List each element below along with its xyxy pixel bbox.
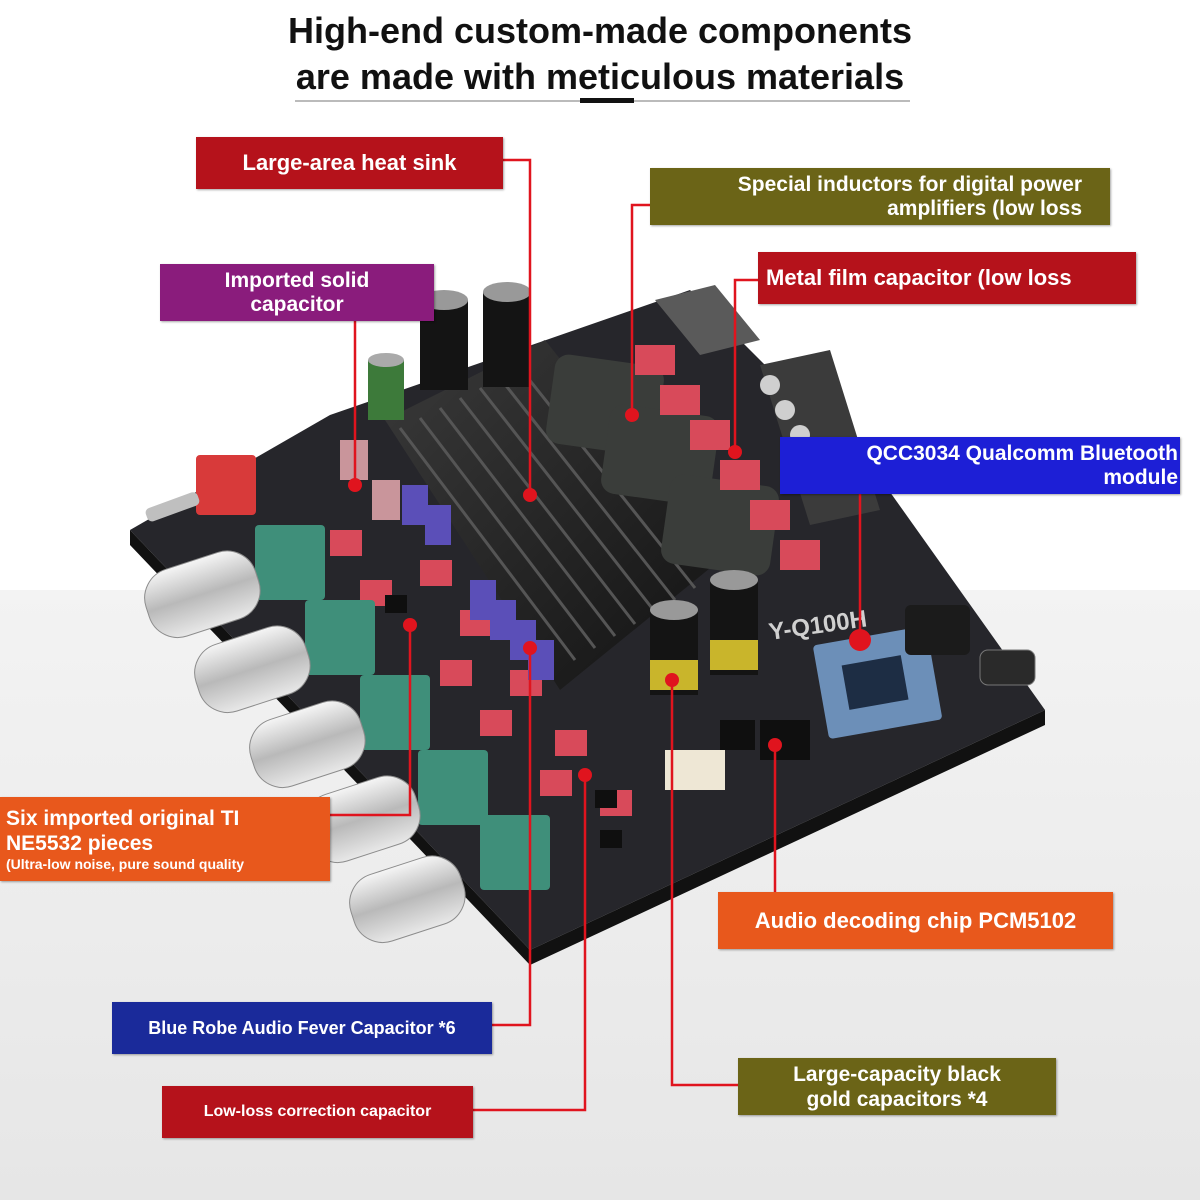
callout-film-capacitor-text: Metal film capacitor (low loss (766, 265, 1072, 290)
callout-heat-sink: Large-area heat sink (196, 137, 503, 189)
leader-dots (348, 408, 871, 782)
callout-decoding-chip: Audio decoding chip PCM5102 (718, 892, 1113, 949)
callout-blue-robe-text: Blue Robe Audio Fever Capacitor *6 (148, 1017, 456, 1038)
callout-bluetooth-line2: module (1103, 465, 1178, 489)
usb-c-port (979, 649, 1036, 686)
solid-capacitor (368, 360, 404, 420)
title-line-1: High-end custom-made components (287, 10, 913, 51)
callout-inductors-line2: amplifiers (low loss (887, 196, 1082, 220)
title-divider-accent (580, 98, 634, 103)
callout-film-capacitor: Metal film capacitor (low loss (758, 252, 1136, 304)
callout-inductors-line1: Special inductors for digital power (737, 172, 1082, 196)
callout-inductors: Special inductors for digital power ampl… (650, 168, 1110, 225)
title-line-2: are made with meticulous materials (295, 56, 905, 97)
page-title: High-end custom-made components are made… (0, 8, 1200, 100)
callout-ti-line3: (Ultra-low noise, pure sound quality (6, 856, 245, 872)
callout-solid-capacitor-line2: capacitor (250, 292, 344, 316)
callout-black-gold-capacitors: Large-capacity black gold capacitors *4 (738, 1058, 1056, 1115)
callout-correction-capacitor-text: Low-loss correction capacitor (203, 1103, 432, 1120)
callout-bluetooth-module: QCC3034 Qualcomm Bluetooth module (780, 437, 1180, 494)
callout-decoding-chip-text: Audio decoding chip PCM5102 (754, 907, 1077, 933)
relay (665, 750, 725, 790)
callout-correction-capacitor: Low-loss correction capacitor (162, 1086, 473, 1138)
callout-black-gold-line1: Large-capacity black (793, 1062, 1001, 1086)
callout-black-gold-line2: gold capacitors *4 (806, 1087, 988, 1111)
callout-heat-sink-text: Large-area heat sink (242, 150, 457, 175)
callout-solid-capacitor: Imported solid capacitor (160, 264, 434, 321)
power-switch (196, 455, 256, 515)
decoding-chip (760, 720, 810, 760)
heat-sink-fins (398, 367, 697, 661)
audio-jack (905, 605, 970, 655)
potentiometers (255, 525, 550, 890)
black-gold-capacitors (420, 282, 758, 695)
volume-knobs (144, 550, 466, 943)
film-capacitors (330, 345, 820, 816)
op-amp-chip (720, 720, 755, 750)
callout-ti-line1: Six imported original TI (6, 807, 240, 830)
ne5532-chips (385, 595, 622, 848)
callout-blue-robe-capacitor: Blue Robe Audio Fever Capacitor *6 (112, 1002, 492, 1054)
callout-solid-capacitor-line1: Imported solid (224, 268, 370, 292)
callout-ti-ne5532: Six imported original TI NE5532 pieces (… (0, 797, 330, 881)
callout-ti-line2: NE5532 pieces (6, 832, 154, 855)
inductors (546, 354, 779, 576)
callout-bluetooth-line1: QCC3034 Qualcomm Bluetooth (866, 441, 1178, 465)
heat-sink (385, 340, 720, 690)
